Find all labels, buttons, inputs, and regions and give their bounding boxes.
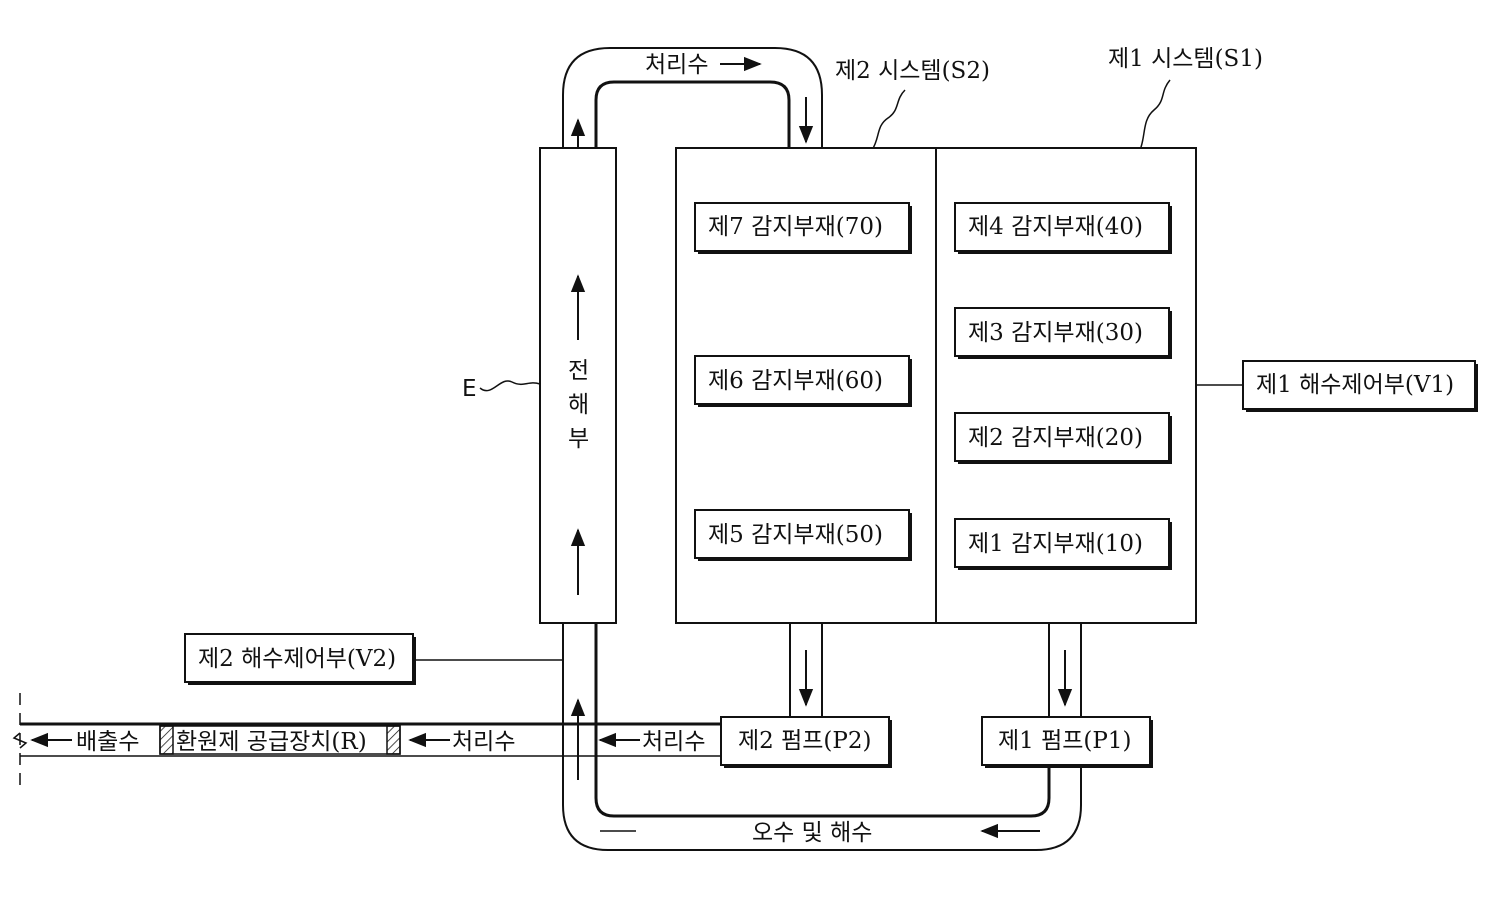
treated-label-2: 처리수 bbox=[642, 729, 705, 755]
pump-p2: 제2 펌프(P2) bbox=[720, 716, 892, 768]
system-s1-label: 제1 시스템(S1) bbox=[1108, 46, 1263, 72]
pump-p1-label: 제1 펌프(P1) bbox=[998, 728, 1131, 754]
system-s1-leader bbox=[1139, 79, 1171, 151]
sensor-10-label: 제1 감지부재(10) bbox=[968, 531, 1143, 557]
sensor-40-label: 제4 감지부재(40) bbox=[968, 214, 1143, 240]
system-s2-label: 제2 시스템(S2) bbox=[835, 58, 990, 84]
discharge-label: 배출수 bbox=[76, 729, 139, 755]
sensor-50-label: 제5 감지부재(50) bbox=[708, 522, 883, 548]
sensor-20-label: 제2 감지부재(20) bbox=[968, 425, 1143, 451]
top-pipe-inner bbox=[594, 80, 791, 148]
reducer-label: 환원제 공급장치(R) bbox=[176, 729, 367, 755]
electrolysis-leader bbox=[479, 380, 541, 392]
controller-v1-label: 제1 해수제어부(V1) bbox=[1256, 372, 1454, 398]
sensor-30-label: 제3 감지부재(30) bbox=[968, 320, 1143, 346]
top-flow-label: 처리수 bbox=[645, 52, 708, 78]
sensor-60-label: 제6 감지부재(60) bbox=[708, 368, 883, 394]
treated-label-1: 처리수 bbox=[452, 729, 515, 755]
reducer-supply-device: 환원제 공급장치(R) bbox=[159, 725, 401, 755]
bottom-pipe-inner bbox=[594, 623, 1051, 818]
pump-p1: 제1 펌프(P1) bbox=[981, 716, 1153, 768]
controller-v2: 제2 해수제어부(V2) bbox=[184, 633, 416, 685]
controller-v1: 제1 해수제어부(V1) bbox=[1242, 360, 1478, 412]
controller-v2-label: 제2 해수제어부(V2) bbox=[198, 646, 396, 672]
sensor-70: 제7 감지부재(70) bbox=[694, 202, 912, 254]
system-s2-leader bbox=[871, 89, 906, 151]
break-symbol bbox=[12, 732, 28, 749]
sensor-60: 제6 감지부재(60) bbox=[694, 355, 912, 407]
electrolysis-char-2: 해 bbox=[568, 392, 589, 418]
electrolysis-ref-label: E bbox=[462, 376, 477, 402]
sensor-30: 제3 감지부재(30) bbox=[954, 307, 1172, 359]
bottom-flow-label: 오수 및 해수 bbox=[752, 820, 872, 846]
electrolysis-char-1: 전 bbox=[568, 358, 589, 384]
sensor-10: 제1 감지부재(10) bbox=[954, 518, 1172, 570]
electrolysis-char-3: 부 bbox=[568, 426, 589, 452]
top-pipe-outer bbox=[562, 47, 823, 148]
sensor-40: 제4 감지부재(40) bbox=[954, 202, 1172, 254]
sensor-20: 제2 감지부재(20) bbox=[954, 412, 1172, 464]
sensor-50: 제5 감지부재(50) bbox=[694, 509, 912, 561]
pump-p2-label: 제2 펌프(P2) bbox=[738, 728, 871, 754]
bottom-pipe-outer bbox=[562, 623, 1082, 851]
sensor-70-label: 제7 감지부재(70) bbox=[708, 214, 883, 240]
